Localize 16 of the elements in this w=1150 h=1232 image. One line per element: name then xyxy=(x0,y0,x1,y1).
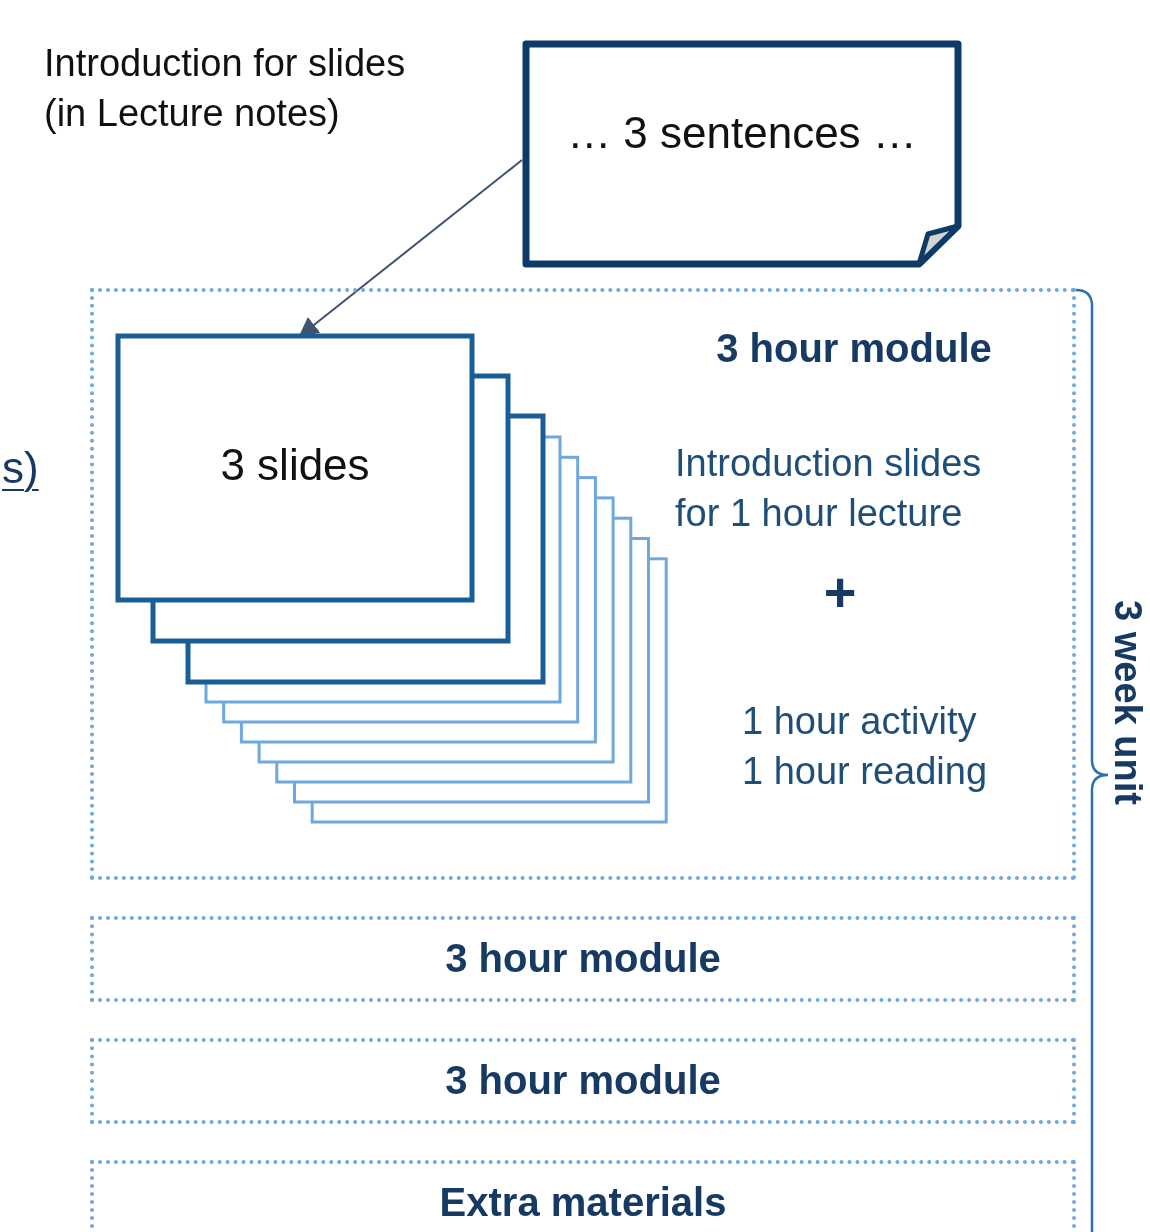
note-text: … 3 sentences … xyxy=(566,108,918,158)
band-title: Extra materials xyxy=(438,1180,728,1225)
vertical-unit-label: 3 week unit xyxy=(1108,600,1148,807)
module-band xyxy=(90,1038,1076,1124)
band-title: 3 hour module xyxy=(444,1058,722,1103)
cut-off-text: s) xyxy=(2,443,39,493)
slide-stack-drawing xyxy=(116,334,668,824)
module-panel xyxy=(90,288,1076,880)
module-band xyxy=(90,916,1076,1002)
note-heading: Introduction for slides (in Lecture notes) xyxy=(44,41,407,136)
activity-text: 1 hour activity 1 hour reading xyxy=(742,699,989,794)
module-title: 3 hour module xyxy=(715,326,993,371)
plus-sign: + xyxy=(822,562,858,622)
slide-title: 3 slides xyxy=(219,440,371,490)
lecture-text: Introduction slides for 1 hour lecture xyxy=(675,441,983,536)
band-title: 3 hour module xyxy=(444,936,722,981)
